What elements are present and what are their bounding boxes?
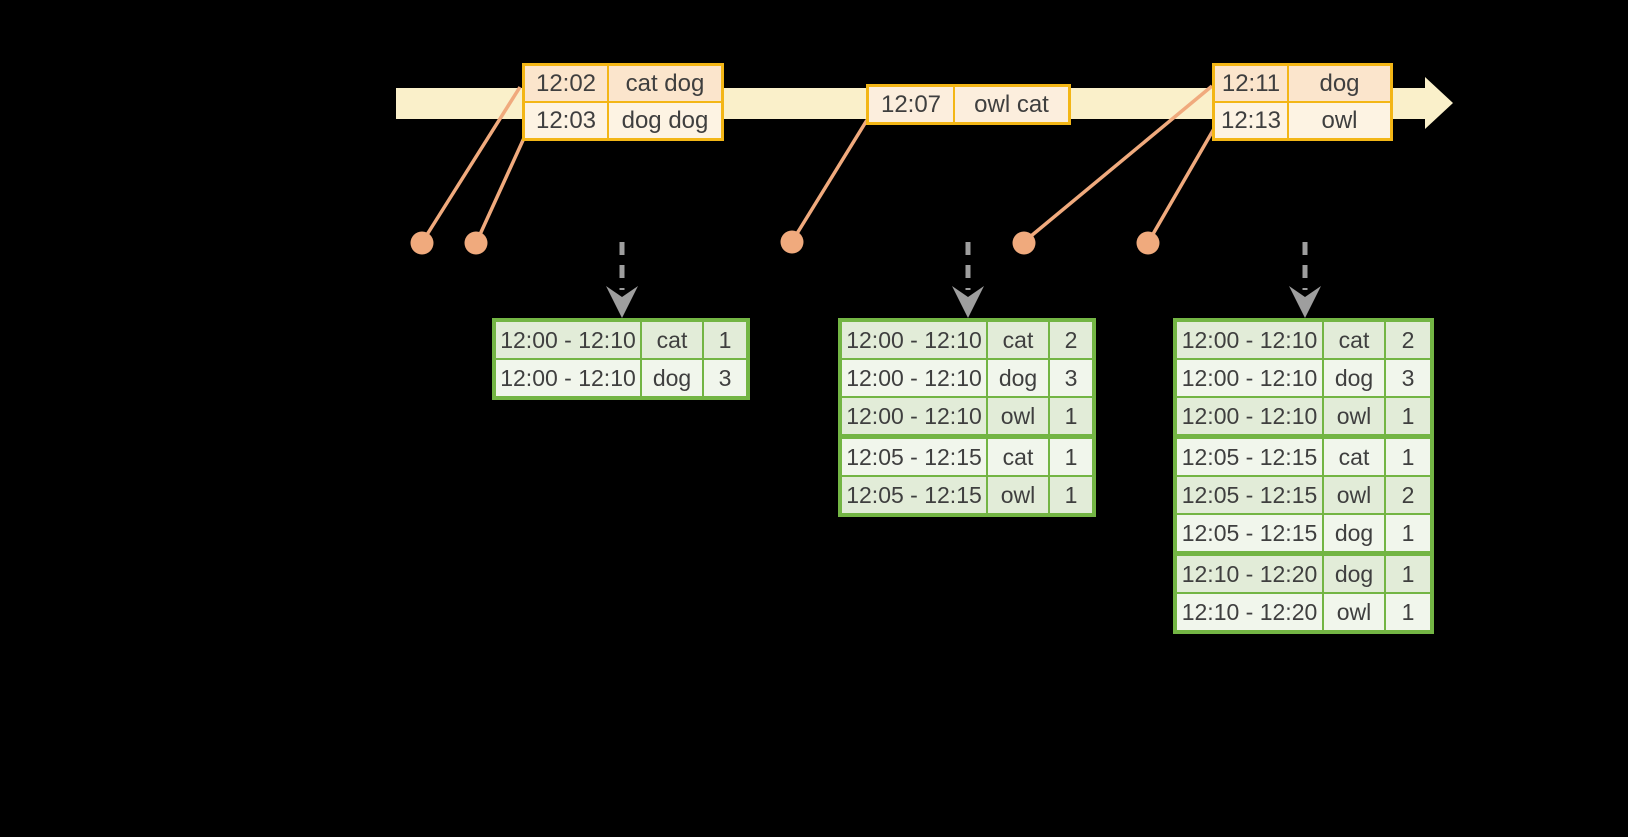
result-count-cell: 3 bbox=[1048, 360, 1092, 396]
result-window-cell: 12:10 - 12:20 bbox=[1181, 599, 1318, 625]
event-words-cell: owl cat bbox=[953, 87, 1068, 122]
result-window-cell: 12:05 - 12:15 bbox=[1181, 444, 1318, 470]
result-word-cell: dog bbox=[640, 360, 702, 396]
event-dots bbox=[410, 230, 1160, 255]
event-words-cell: cat dog bbox=[607, 66, 721, 101]
result-word-cell: owl bbox=[986, 477, 1048, 513]
result-window-cell: 12:00 - 12:10 bbox=[1181, 327, 1318, 353]
event-dot-icon bbox=[410, 231, 434, 255]
event-dot-icon bbox=[1012, 231, 1036, 255]
result-window-cell: 12:10 - 12:20 bbox=[1181, 561, 1318, 587]
timeline-arrowhead-icon bbox=[1425, 77, 1453, 129]
result-count-cell: 2 bbox=[1384, 322, 1430, 358]
result-count-cell: 1 bbox=[1384, 398, 1430, 434]
event-time-cell: 12:07 bbox=[880, 91, 942, 118]
event-words-cell: dog dog bbox=[607, 103, 721, 138]
result-word-cell: dog bbox=[1322, 360, 1384, 396]
result-window-cell: 12:00 - 12:10 bbox=[1181, 403, 1318, 429]
event-connector-line bbox=[791, 119, 869, 241]
event-dot-icon bbox=[464, 231, 488, 255]
result-word-cell: dog bbox=[986, 360, 1048, 396]
event-time-cell: 12:03 bbox=[535, 107, 597, 134]
result-window-cell: 12:05 - 12:15 bbox=[846, 444, 982, 470]
result-window-cell: 12:05 - 12:15 bbox=[846, 482, 982, 508]
result-word-cell: dog bbox=[1322, 556, 1384, 592]
result-count-cell: 3 bbox=[702, 360, 746, 396]
result-count-cell: 1 bbox=[1048, 439, 1092, 475]
result-window-cell: 12:00 - 12:10 bbox=[500, 365, 636, 391]
event-connector-line bbox=[421, 86, 522, 242]
result-word-cell: cat bbox=[986, 439, 1048, 475]
event-words-cell: owl bbox=[1287, 103, 1390, 138]
event-time-cell: 12:02 bbox=[535, 70, 597, 97]
result-count-cell: 2 bbox=[1048, 322, 1092, 358]
result-count-cell: 2 bbox=[1384, 477, 1430, 513]
result-window-cell: 12:00 - 12:10 bbox=[846, 403, 982, 429]
result-count-cell: 1 bbox=[1384, 439, 1430, 475]
result-window-cell: 12:00 - 12:10 bbox=[500, 327, 636, 353]
result-word-cell: cat bbox=[640, 322, 702, 358]
event-row: 12:03 dog dog bbox=[525, 101, 721, 138]
result-window-cell: 12:05 - 12:15 bbox=[1181, 482, 1318, 508]
event-connector-lines bbox=[421, 84, 1217, 243]
event-dot-icon bbox=[1136, 231, 1160, 255]
result-word-cell: owl bbox=[1322, 594, 1384, 630]
result-count-cell: 1 bbox=[1384, 556, 1430, 592]
trigger-arrowhead-icon bbox=[952, 286, 984, 318]
trigger-arrows bbox=[606, 242, 1321, 318]
event-connector-line bbox=[1147, 126, 1217, 242]
event-connector-line bbox=[475, 137, 526, 242]
event-row: 12:02 cat dog bbox=[525, 66, 721, 101]
result-count-cell: 3 bbox=[1384, 360, 1430, 396]
result-count-cell: 1 bbox=[1384, 515, 1430, 551]
result-count-cell: 1 bbox=[702, 322, 746, 358]
event-time-cell: 12:13 bbox=[1220, 107, 1282, 134]
result-count-cell: 1 bbox=[1384, 594, 1430, 630]
event-row: 12:07 owl cat bbox=[869, 87, 1068, 122]
event-words-cell: dog bbox=[1287, 66, 1390, 101]
result-count-cell: 1 bbox=[1048, 398, 1092, 434]
event-time-cell: 12:11 bbox=[1221, 70, 1281, 97]
result-word-cell: owl bbox=[1322, 477, 1384, 513]
event-table-2: 12:07 owl cat bbox=[866, 84, 1071, 125]
trigger-arrowhead-icon bbox=[1289, 286, 1321, 318]
result-window-cell: 12:00 - 12:10 bbox=[1181, 365, 1318, 391]
result-word-cell: owl bbox=[986, 398, 1048, 434]
result-word-cell: dog bbox=[1322, 515, 1384, 551]
event-table-1: 12:02 cat dog 12:03 dog dog bbox=[522, 63, 724, 141]
trigger-arrowhead-icon bbox=[606, 286, 638, 318]
result-word-cell: cat bbox=[986, 322, 1048, 358]
result-window-cell: 12:00 - 12:10 bbox=[846, 365, 982, 391]
result-count-cell: 1 bbox=[1048, 477, 1092, 513]
event-connector-line bbox=[1023, 84, 1214, 243]
result-window-cell: 12:05 - 12:15 bbox=[1181, 520, 1318, 546]
result-window-cell: 12:00 - 12:10 bbox=[846, 327, 982, 353]
result-word-cell: cat bbox=[1322, 439, 1384, 475]
result-word-cell: owl bbox=[1322, 398, 1384, 434]
result-word-cell: cat bbox=[1322, 322, 1384, 358]
event-dot-icon bbox=[780, 230, 804, 254]
